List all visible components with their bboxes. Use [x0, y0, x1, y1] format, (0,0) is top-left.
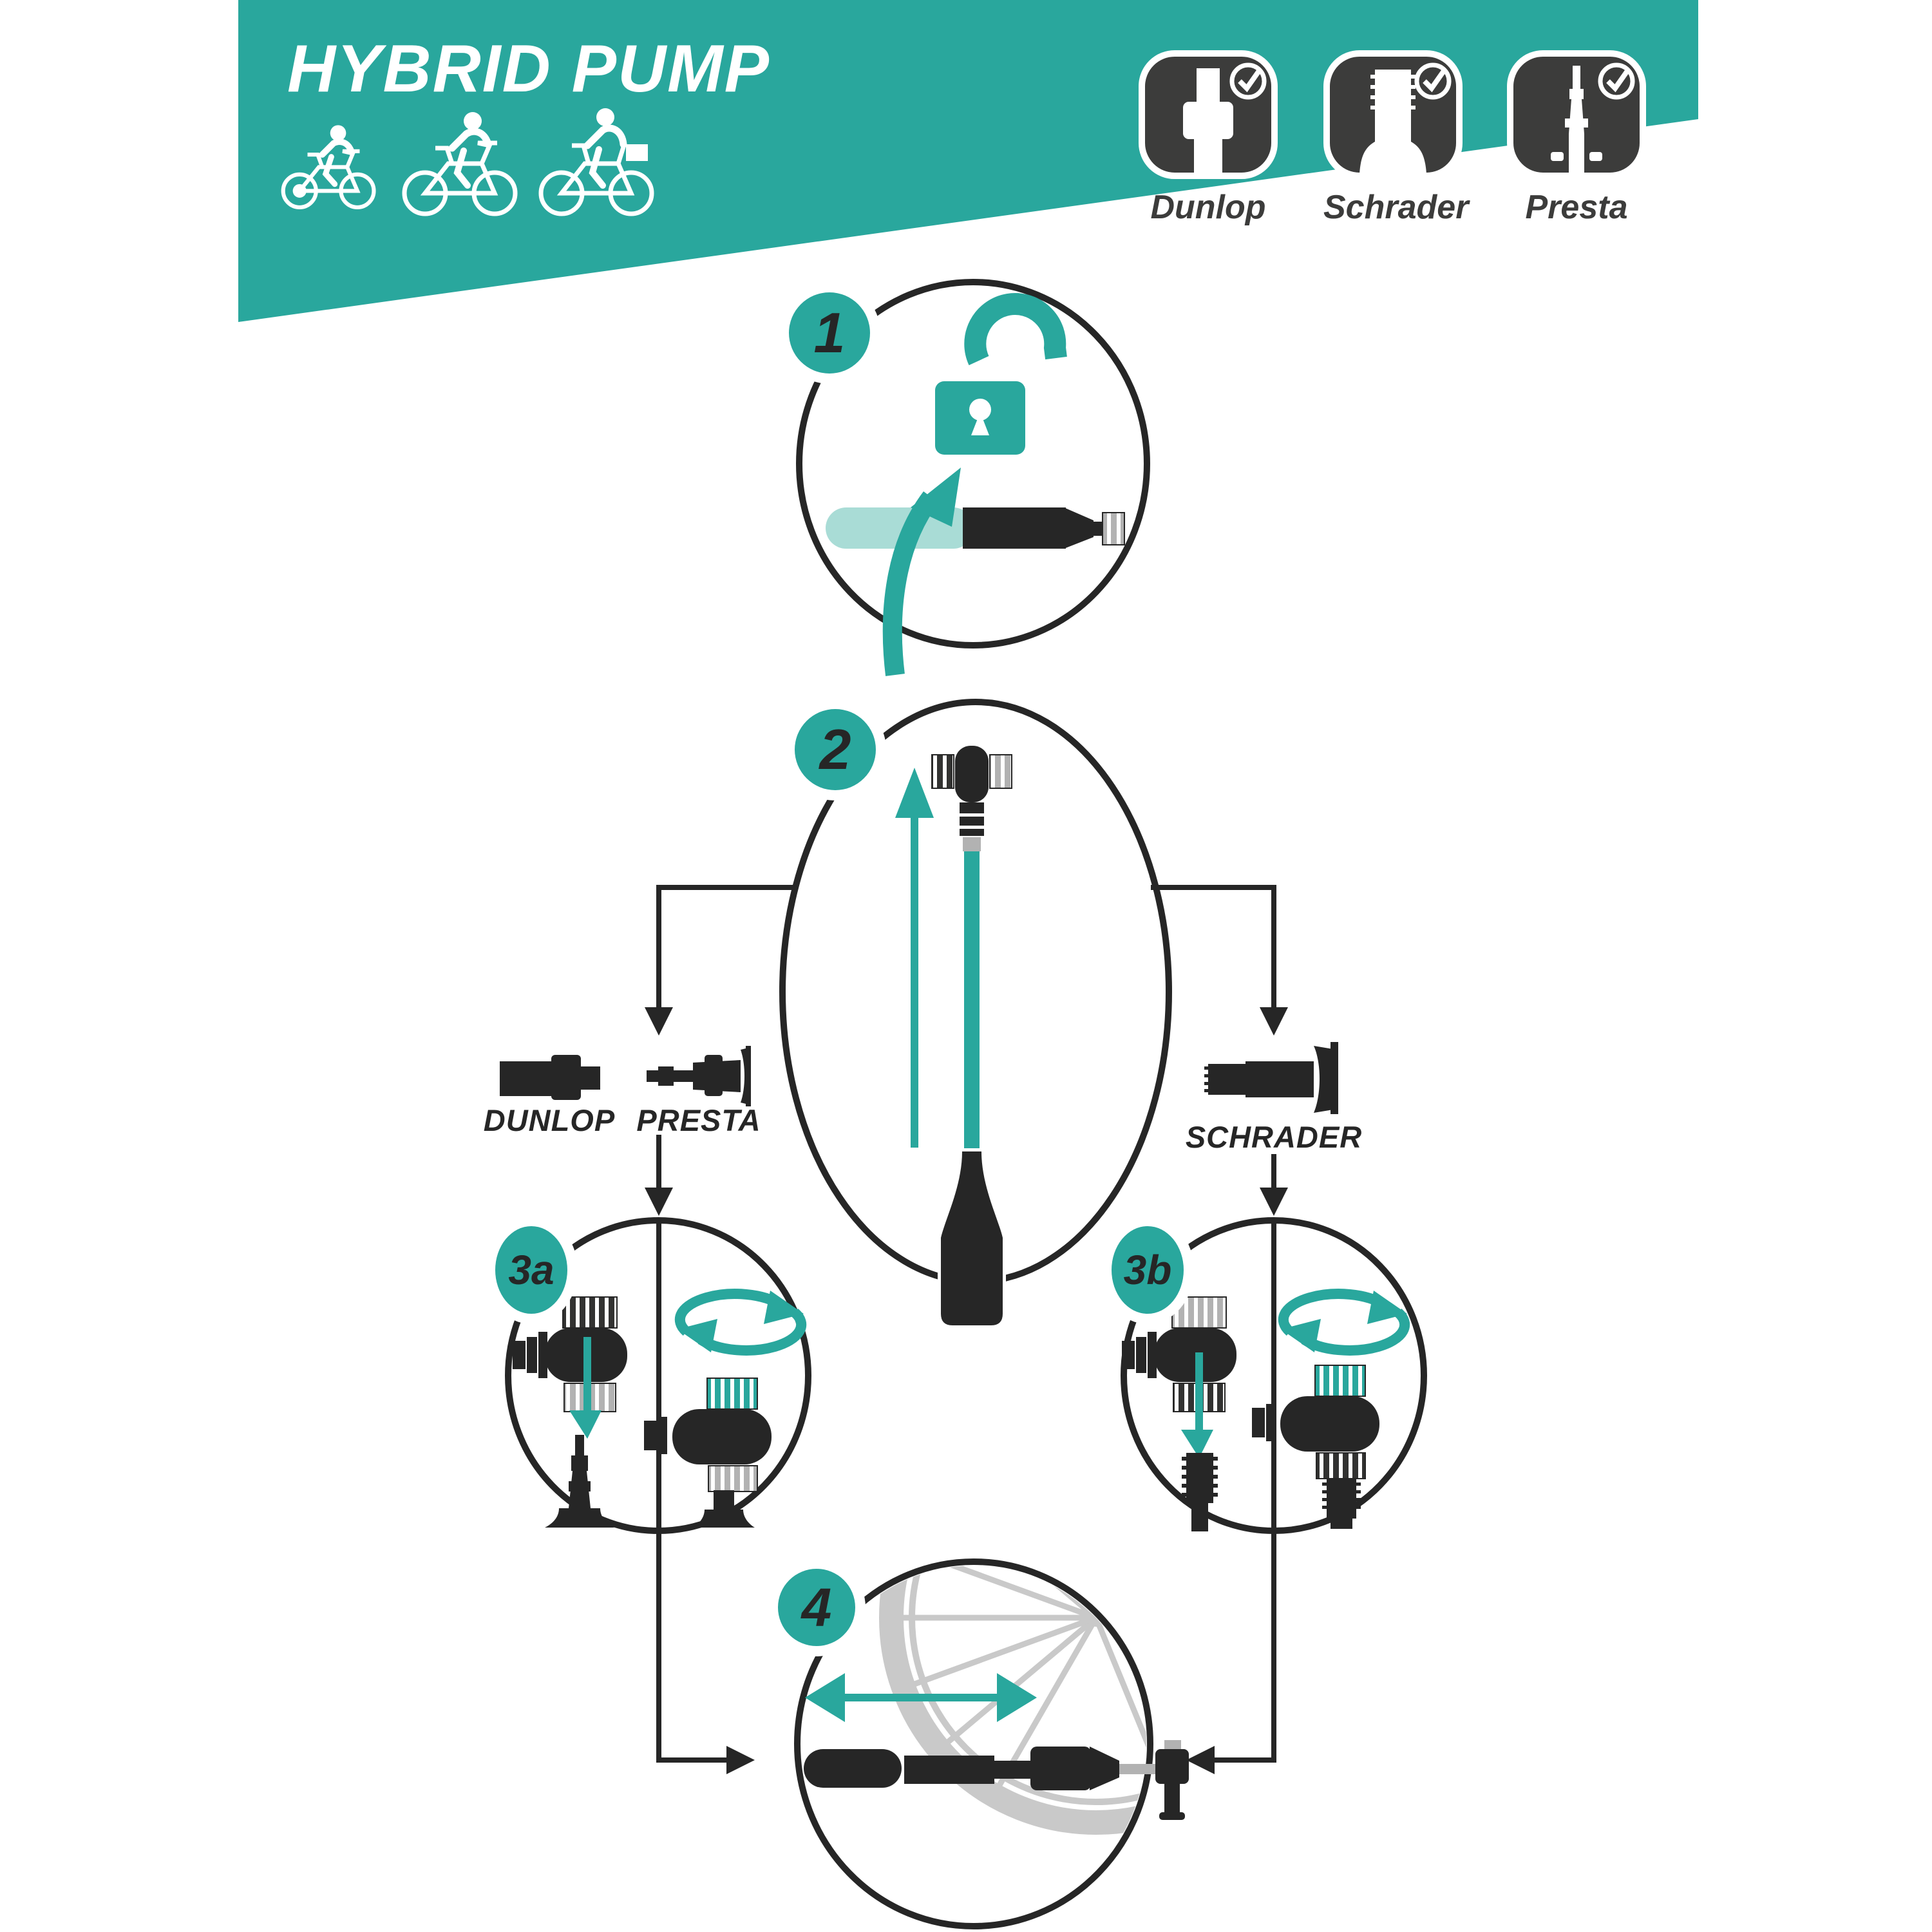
- valve-card-presta: [1507, 50, 1646, 179]
- dunlop-valve-icon: [500, 1055, 600, 1100]
- valve-card-label: Dunlop: [1150, 189, 1266, 226]
- presta-valve-icon: [647, 1046, 751, 1106]
- mountain-bike-icon: [402, 112, 518, 216]
- connector-right-down: [1151, 885, 1276, 1009]
- step2-illustration: [895, 746, 1012, 1329]
- arrowhead-down-icon: [645, 1007, 673, 1036]
- dunlop-valve-icon: [1183, 68, 1233, 173]
- valve-card-label: Presta: [1525, 189, 1628, 226]
- pump-on-valve-icon: [644, 1378, 772, 1528]
- step1-illustration: [826, 293, 1125, 676]
- press-arrow-icon: [569, 1337, 601, 1439]
- valve-silhouettes: [500, 1042, 1338, 1114]
- schrader-valve-icon: [1359, 70, 1426, 173]
- pump-on-valve-icon: [804, 1740, 1189, 1820]
- step3a-circle: [505, 1217, 811, 1534]
- schrader-valve-icon: [1182, 1453, 1218, 1531]
- pump-closed-icon: [826, 507, 1125, 549]
- check-icon: [1229, 62, 1267, 100]
- schrader-valve-icon: [1204, 1042, 1338, 1114]
- press-arrow-icon: [1181, 1352, 1213, 1458]
- arrowhead-down-icon: [1260, 1188, 1288, 1216]
- pump-head-icon: [513, 1296, 627, 1412]
- arrowhead-down-icon: [645, 1188, 673, 1216]
- step3a-badge: 3a: [495, 1226, 567, 1314]
- check-icon: [1414, 62, 1452, 100]
- step4-circle: [794, 1558, 1153, 1929]
- city-bike-icon: [538, 108, 654, 216]
- arrowhead-left-icon: [1186, 1746, 1215, 1774]
- step3b-badge: 3b: [1112, 1226, 1184, 1314]
- kids-bike-icon: [281, 125, 376, 209]
- valve-card-label: Schrader: [1323, 189, 1469, 226]
- valve-card-dunlop: [1139, 50, 1278, 179]
- connector-right-to-step4: [1215, 1219, 1276, 1763]
- unlock-icon: [935, 293, 1067, 455]
- flow-arrowheads: [645, 1007, 1288, 1774]
- pump-on-valve-icon: [1252, 1365, 1379, 1529]
- step4-illustration: [804, 1566, 1189, 1835]
- connector-left-down: [656, 885, 797, 1009]
- schrader-label: SCHRADER: [1185, 1120, 1363, 1154]
- step3b-illustration: [1122, 1289, 1410, 1531]
- step3b-circle: [1121, 1217, 1427, 1534]
- up-arrow-icon: [895, 768, 934, 1148]
- rotation-arrows-icon: [674, 1289, 807, 1356]
- presta-label: PRESTA: [636, 1103, 761, 1137]
- dunlop-label: DUNLOP: [483, 1103, 616, 1137]
- step1-badge: 1: [789, 292, 870, 374]
- step1-circle: [796, 279, 1150, 649]
- pump-stroke-arrow-icon: [805, 1673, 1037, 1722]
- step3a-illustration: [513, 1289, 807, 1528]
- bike-icons: [281, 108, 654, 216]
- valve-card-schrader: [1323, 50, 1463, 179]
- page-title: HYBRID PUMP: [287, 32, 771, 106]
- connector-left-to-step4: [656, 1219, 726, 1763]
- step4-badge: 4: [778, 1569, 855, 1646]
- presta-valve-icon: [545, 1435, 614, 1528]
- step2-badge: 2: [795, 709, 876, 790]
- presta-valve-icon: [1551, 66, 1602, 173]
- arrowhead-down-icon: [1260, 1007, 1288, 1036]
- flow-connectors: [656, 885, 1276, 1763]
- check-icon: [1598, 62, 1635, 100]
- arrowhead-right-icon: [726, 1746, 755, 1774]
- turn-arrow-icon: [882, 468, 961, 676]
- pump-extended-icon: [931, 746, 1012, 1329]
- rotation-arrows-icon: [1278, 1289, 1410, 1356]
